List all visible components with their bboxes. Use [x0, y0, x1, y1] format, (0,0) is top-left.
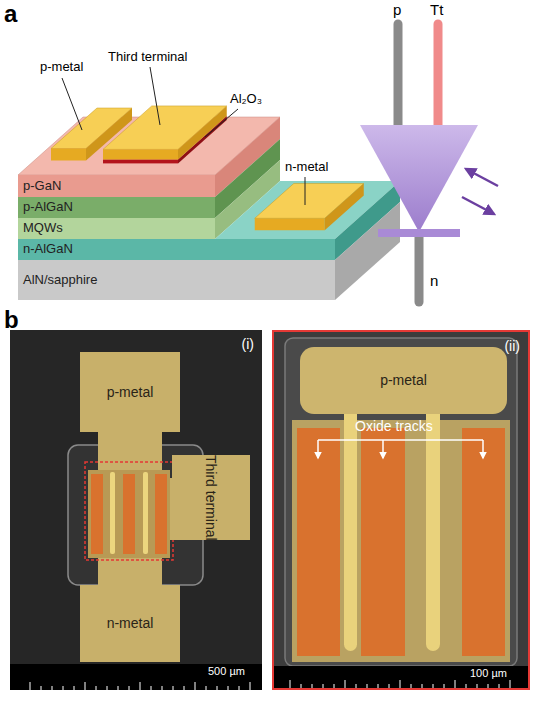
micrograph-background: [272, 330, 530, 690]
diode-triangle: [360, 125, 478, 232]
oxide-track: [123, 474, 135, 554]
box-text: MQWs: [23, 221, 63, 236]
scale-strip: [274, 666, 528, 688]
layer-band: p-AlGaN: [18, 197, 215, 218]
device-area: [292, 420, 510, 662]
third-terminal-lead: [434, 24, 443, 126]
contact-neck: [98, 430, 162, 472]
mesa-outline: [285, 338, 517, 666]
zoom-box: [85, 462, 173, 560]
metal-pad-front: [255, 218, 325, 230]
diode-bar: [378, 229, 460, 237]
scale-strip: [10, 664, 262, 690]
box-text: n-AlGaN: [23, 242, 73, 257]
oxide-track: [297, 428, 340, 656]
layer-band: n-AlGaN: [18, 239, 335, 260]
oxide-track: [155, 474, 167, 554]
track-arrow: [482, 440, 484, 458]
substrate-band: AlN/sapphire: [18, 260, 335, 300]
box-text: Third terminal: [203, 455, 219, 541]
leader-line: [150, 67, 160, 125]
layer-band: p-GaN: [18, 175, 215, 197]
oxide-track: [462, 428, 505, 656]
metal-pad-side: [325, 184, 364, 231]
callout-label: n-metal: [285, 160, 328, 175]
oxide-track: [361, 428, 405, 656]
leader-line: [205, 109, 238, 137]
metal-pad: Third terminal: [172, 455, 250, 540]
metal-pad-side: [178, 106, 227, 159]
panel-letter: a: [4, 0, 17, 28]
n-lead: [415, 236, 424, 302]
pin-name: Tt: [430, 1, 443, 18]
box-text: p-AlGaN: [23, 200, 73, 215]
metal-finger: [143, 472, 148, 554]
scale-label: 500 µm: [208, 665, 245, 678]
light-arrow: [462, 197, 494, 214]
callout-label: p-metal: [40, 60, 83, 75]
metal-pad: p-metal: [80, 352, 180, 432]
leader-line: [62, 78, 82, 130]
device-area: [88, 470, 170, 558]
panel-letter: b: [4, 306, 19, 334]
micrograph-panel: (i) p-metalThird terminal n-metal: [10, 330, 262, 690]
pin-name: p: [393, 1, 401, 18]
light-arrow: [466, 169, 498, 186]
metal-finger: [110, 472, 115, 554]
box-text: n-metal: [107, 615, 154, 631]
scale-label: 100 µm: [470, 667, 507, 680]
track-arrow: [382, 440, 384, 458]
box-text: p-metal: [380, 372, 427, 388]
callout-label: Third terminal: [108, 50, 187, 65]
micrograph-panel: (ii) p-metal: [272, 330, 530, 690]
metal-pad-front: [103, 149, 178, 159]
scale-ticks: [30, 682, 250, 690]
box-text: p-GaN: [23, 179, 61, 194]
oxide-track: [91, 474, 103, 554]
box-text: AlN/sapphire: [23, 273, 97, 288]
oxide-layer-front: [103, 159, 178, 163]
metal-pad: n-metal: [80, 585, 180, 662]
pin-name: n: [430, 272, 438, 289]
callout-label: Al₂O₃: [230, 92, 262, 107]
panel-tag: (ii): [504, 338, 520, 354]
metal-pad-front: [51, 149, 86, 161]
panel-tag: (i): [242, 336, 254, 352]
substrate-side-face: [335, 202, 400, 300]
annotation-label: Oxide tracks: [355, 418, 433, 434]
leader-line: [305, 177, 306, 205]
track-arrow: [317, 440, 319, 458]
box-text: p-metal: [107, 384, 154, 400]
layer-band: MQWs: [18, 218, 215, 239]
scale-ticks: [290, 680, 510, 688]
p-lead: [394, 24, 403, 126]
track-bracket: [318, 439, 483, 441]
micrograph-background: [10, 330, 262, 690]
metal-pad: p-metal: [300, 347, 507, 414]
